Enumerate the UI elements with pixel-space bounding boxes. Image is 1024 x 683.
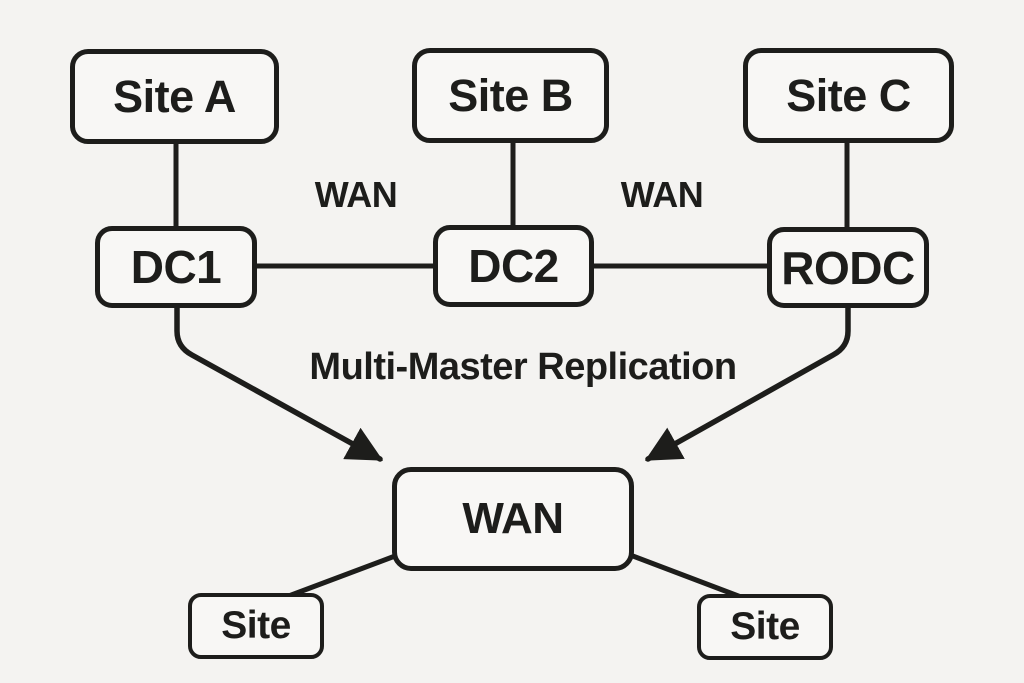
node-rodc: RODC [767,227,929,308]
wan-link-label-right: WAN [620,174,704,215]
node-site-bottom-right: Site [697,594,833,660]
arrow-dc1-wan [174,301,384,462]
node-site-bottom-left: Site [188,593,324,659]
node-site-b-label: Site B [448,69,573,121]
node-dc2: DC2 [433,225,594,307]
node-dc1-label: DC1 [130,241,222,293]
wan-link-label-left: WAN [314,174,398,215]
arrow-rodc-wan [644,301,851,462]
edge-wan-sitebl [285,550,404,600]
node-dc1: DC1 [95,226,257,308]
node-site-c: Site C [743,48,954,143]
node-rodc-label: RODC [781,241,915,294]
edge-wan-sitebr [624,550,742,600]
node-site-a-label: Site A [113,70,236,122]
node-site-b: Site B [412,48,609,143]
node-dc2-label: DC2 [468,240,559,292]
replication-caption: Multi-Master Replication [309,346,737,388]
node-site-c-label: Site C [786,69,911,121]
node-wan-hub: WAN [392,467,634,571]
node-site-a: Site A [70,49,279,144]
node-site-bottom-left-label: Site [221,604,291,647]
node-site-bottom-right-label: Site [730,605,800,648]
node-wan-hub-label: WAN [462,494,564,543]
